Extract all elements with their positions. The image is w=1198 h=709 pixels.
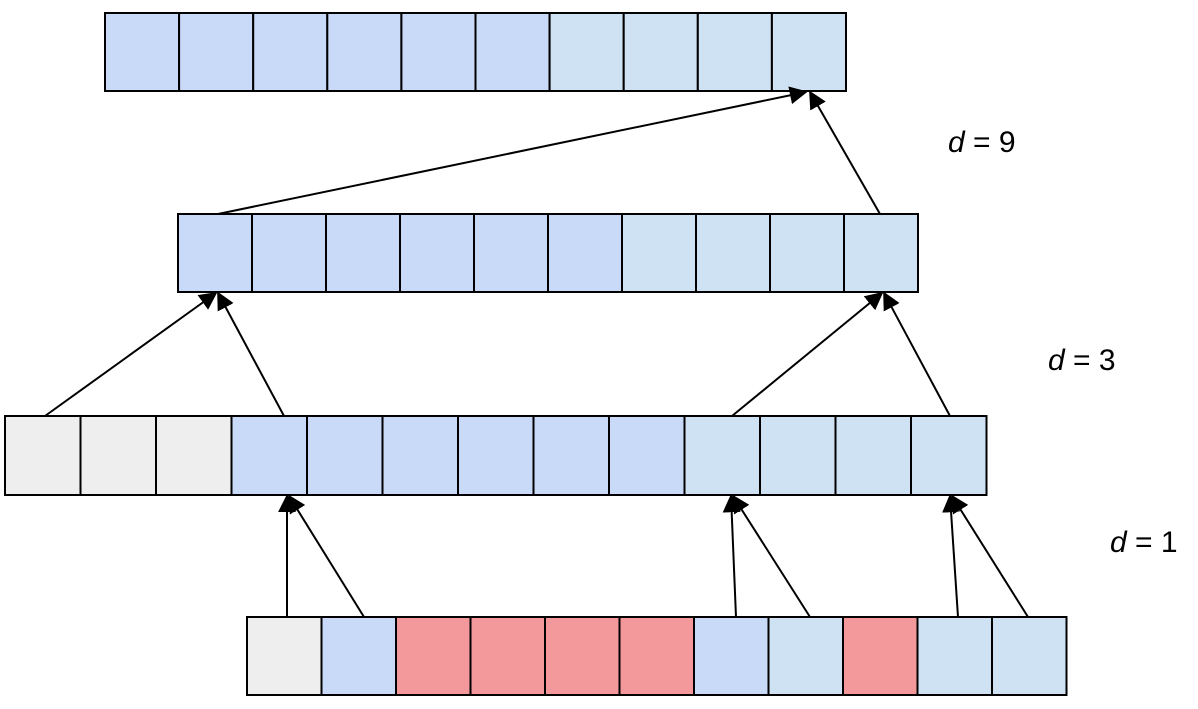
cell-blue: [325, 213, 401, 293]
cell-gray: [246, 616, 323, 696]
cell-lightblue: [696, 12, 773, 92]
cell-red: [544, 616, 621, 696]
layer-hidden-2: [177, 213, 919, 293]
cell-blue: [320, 616, 397, 696]
label-var: d: [1110, 526, 1128, 559]
cell-blue: [532, 415, 610, 496]
cell-red: [469, 616, 546, 696]
arrow: [809, 90, 881, 215]
arrow: [732, 494, 811, 618]
arrow: [731, 291, 884, 417]
cell-gray: [155, 415, 233, 496]
cell-lightblue: [621, 213, 697, 293]
cell-red: [842, 616, 919, 696]
arrow: [217, 291, 285, 417]
arrow: [942, 494, 961, 618]
cell-lightblue: [834, 415, 912, 496]
label-value: = 9: [965, 126, 1016, 159]
label-var: d: [1048, 344, 1066, 377]
cell-lightblue: [759, 415, 837, 496]
layer-hidden-1: [4, 415, 988, 496]
cell-blue: [177, 213, 253, 293]
cell-blue: [178, 12, 255, 92]
cell-lightblue: [769, 213, 845, 293]
arrow: [883, 291, 951, 417]
cell-lightblue: [910, 415, 988, 496]
cell-red: [395, 616, 472, 696]
cell-lightblue: [548, 12, 625, 92]
layer-input: [246, 616, 1068, 696]
label-var: d: [948, 126, 966, 159]
cell-red: [618, 616, 695, 696]
cell-blue: [399, 213, 475, 293]
label-dilation-3: d = 3: [1048, 344, 1116, 377]
arrow: [722, 494, 741, 618]
cell-blue: [306, 415, 384, 496]
layer-output: [104, 12, 848, 92]
cell-blue: [251, 213, 327, 293]
arrow: [288, 494, 365, 618]
cell-blue: [104, 12, 181, 92]
arrow: [951, 494, 1029, 618]
arrow: [44, 291, 218, 417]
cell-blue: [608, 415, 686, 496]
label-dilation-1: d = 1: [1110, 526, 1178, 559]
cell-blue: [230, 415, 308, 496]
cell-lightblue: [695, 213, 771, 293]
cell-blue: [400, 12, 477, 92]
cell-lightblue: [683, 415, 761, 496]
cell-lightblue: [622, 12, 699, 92]
cell-blue: [474, 12, 551, 92]
connections: [44, 86, 1029, 618]
label-value: = 3: [1065, 344, 1116, 377]
cell-blue: [547, 213, 623, 293]
cell-blue: [381, 415, 459, 496]
cell-blue: [693, 616, 770, 696]
cell-blue: [326, 12, 403, 92]
cell-lightblue: [843, 213, 919, 293]
cell-blue: [457, 415, 535, 496]
cell-blue: [473, 213, 549, 293]
cell-gray: [79, 415, 157, 496]
cell-lightblue: [916, 616, 993, 696]
label-value: = 1: [1127, 526, 1178, 559]
cell-blue: [252, 12, 329, 92]
cell-gray: [4, 415, 82, 496]
cell-lightblue: [767, 616, 844, 696]
label-dilation-9: d = 9: [948, 126, 1016, 159]
cell-lightblue: [770, 12, 848, 92]
arrow: [217, 86, 808, 215]
cell-lightblue: [991, 616, 1068, 696]
